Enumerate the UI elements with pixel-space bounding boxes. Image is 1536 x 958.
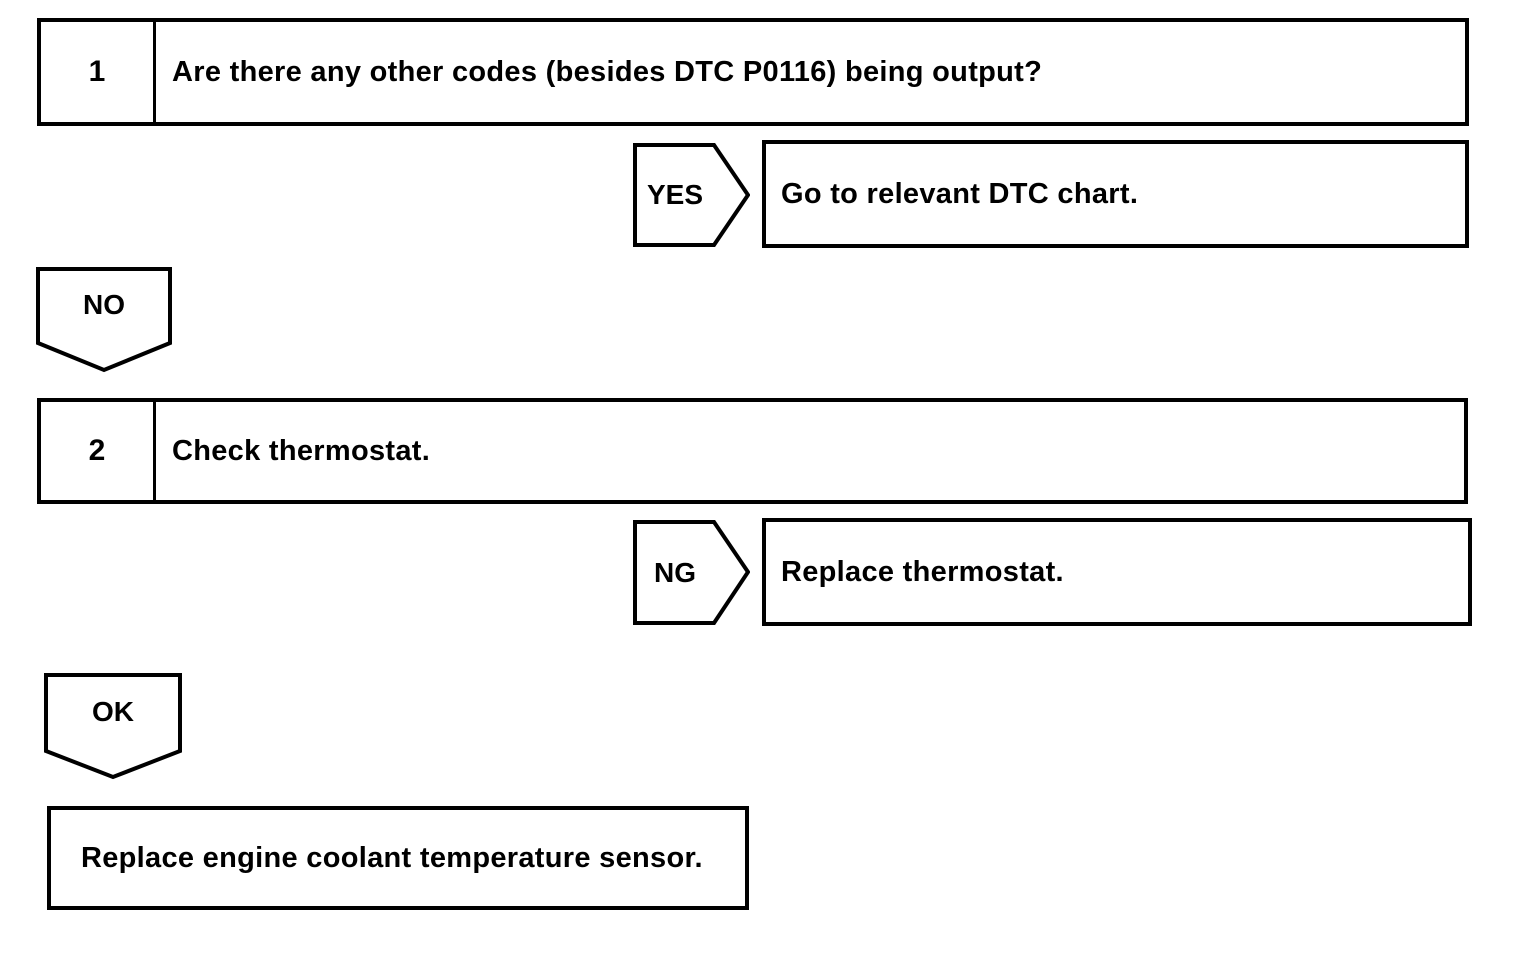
step-2-instruction: Check thermostat. [172,434,431,467]
down-pentagon-arrow-icon [36,267,172,373]
step-1-number: 1 [41,22,156,122]
step-1-branch-label: YES [646,179,704,210]
step-1-question-box: 1 Are there any other codes (besides DTC… [37,18,1469,126]
step-1-continue-label: NO [83,289,125,320]
step-2-question-box: 2 Check thermostat. [37,398,1468,504]
step-1-no-continue-arrow: NO [36,267,172,373]
step-2-branch-result-box: Replace thermostat. [762,518,1472,626]
step-2-ng-branch-arrow: NG [633,520,750,625]
step-1-instruction: Are there any other codes (besides DTC P… [172,55,1043,88]
down-pentagon-arrow-icon [44,673,182,780]
step-2-branch-label: NG [654,556,696,588]
step-1-yes-branch-arrow: YES [633,143,750,247]
step-2-number: 2 [41,402,156,500]
step-2-ok-continue-arrow: OK [44,673,182,780]
right-pentagon-arrow-icon [633,143,750,247]
right-pentagon-arrow-icon [633,520,750,625]
step-2-continue-label: OK [92,696,134,727]
final-action-box: Replace engine coolant temperature senso… [47,806,749,910]
step-1-branch-result-box: Go to relevant DTC chart. [762,140,1469,248]
